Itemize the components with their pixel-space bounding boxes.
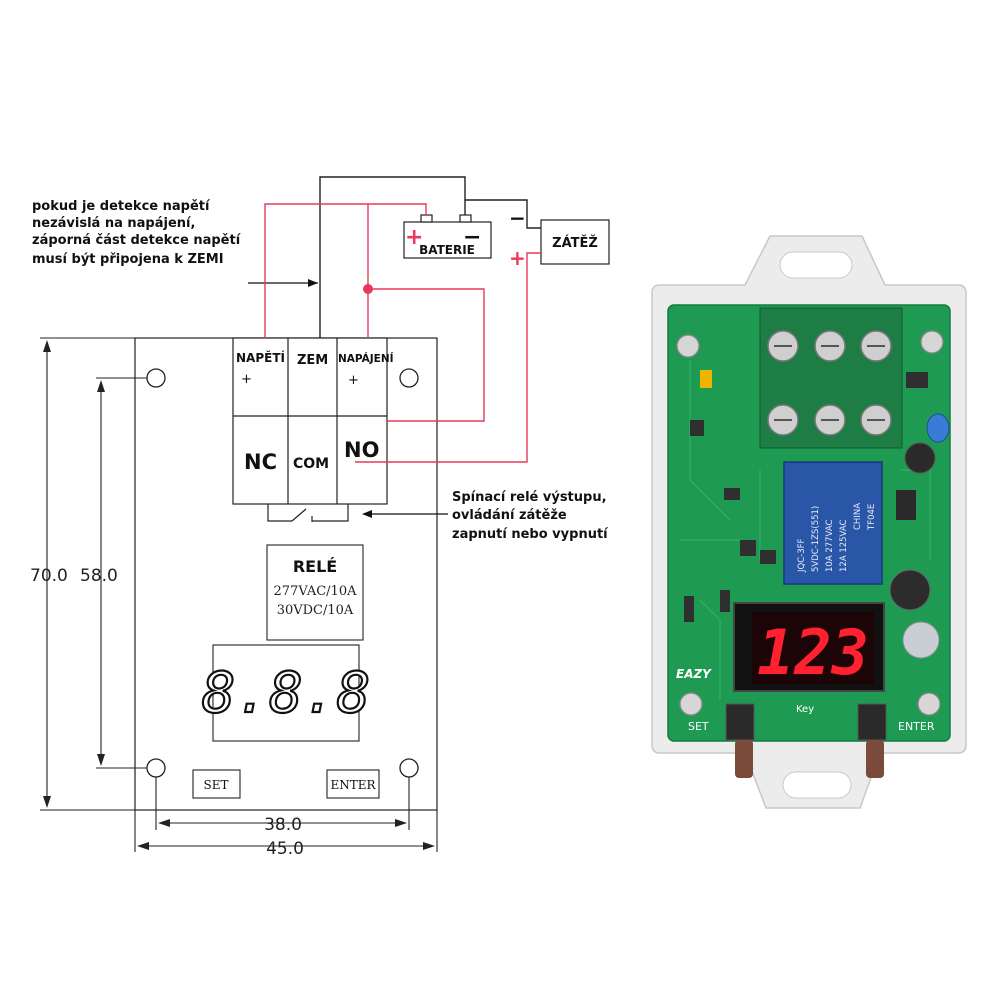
relay-note: Spínací relé výstupu, ovládání zátěže za… <box>452 490 609 542</box>
dimension-outer-width <box>134 810 438 852</box>
dimension-inner-height <box>96 377 147 769</box>
terminal-label-nc: NC <box>244 450 277 474</box>
battery-minus-sign: − <box>463 225 481 250</box>
battery: + − BATERIE <box>403 214 492 259</box>
display-digits: 8.8.8 <box>202 661 371 726</box>
relay-print-coil: 5VDC-1ZS(551) <box>811 506 821 572</box>
pcb-traces <box>680 360 931 700</box>
pcb-display-window <box>752 612 874 684</box>
relay-note-arrowhead <box>362 510 372 518</box>
terminal-sign-napajeni: + <box>348 373 359 388</box>
dimension-outer-height <box>40 337 135 811</box>
terminal-label-zem: ZEM <box>297 353 328 368</box>
relay-print-batch: TF04E <box>867 504 877 531</box>
terminal-sign-napeti: + <box>241 372 252 387</box>
terminal-label-no: NO <box>344 438 379 462</box>
relay-note-line-2: ovládání zátěže <box>452 508 567 523</box>
battery-plus-sign: + <box>405 225 423 250</box>
module-photo: JQC-3FF 5VDC-1ZS(551) 10A 277VAC 12A 125… <box>651 235 967 809</box>
load-plus-sign: + <box>509 246 526 270</box>
pcb-set-button-cap[interactable] <box>735 740 753 778</box>
pcb-enter-button-cap[interactable] <box>866 740 884 778</box>
relay-print-ac: 10A 277VAC <box>825 520 835 572</box>
relay-note-line-3: zapnutí nebo vypnutí <box>452 527 609 542</box>
relay-print-origin: CHINA <box>853 503 863 530</box>
ground-note-arrowhead <box>308 279 318 287</box>
ground-note-line-4: musí být připojena k ZEMI <box>32 252 224 267</box>
dimension-hole-spacing-label: 38.0 <box>264 815 302 835</box>
ground-note-line-1: pokud je detekce napětí <box>32 199 211 214</box>
set-button-label: SET <box>204 778 229 792</box>
pcb-mounting-screws <box>676 330 944 716</box>
relay-rating-ac: 277VAC/10A <box>274 584 358 599</box>
pcb-label-enter: ENTER <box>898 720 935 733</box>
enter-button[interactable] <box>326 769 380 799</box>
battery-label: BATERIE <box>419 243 475 257</box>
dimension-outer-height-label: 70.0 <box>30 566 68 586</box>
ground-note: pokud je detekce napětí nezávislá na nap… <box>32 199 242 267</box>
dimension-outer-width-label: 45.0 <box>266 839 304 859</box>
terminal-label-napeti: NAPĚTÍ <box>236 350 286 365</box>
pcb-label-brand: EAZY <box>676 667 712 681</box>
wire-black <box>319 176 541 338</box>
relay-switch-symbol <box>267 504 349 522</box>
relay-print-model: JQC-3FF <box>797 539 807 573</box>
mount-hole-top-right <box>399 368 419 388</box>
load-minus-sign: − <box>509 206 526 230</box>
terminal-label-napajeni: NAPÁJENÍ <box>338 352 394 365</box>
pcb-components <box>684 370 950 659</box>
relay-title: RELÉ <box>293 557 337 576</box>
relay-print-dc: 12A 125VAC <box>839 520 849 572</box>
pcb-relay <box>783 461 883 585</box>
load-label: ZÁTĚŽ <box>552 235 598 251</box>
terminal-label-com: COM <box>293 456 329 472</box>
pcb-display-value: 123 <box>757 616 869 689</box>
wire-red <box>264 203 541 463</box>
set-button[interactable] <box>192 769 241 799</box>
relay-rating-dc: 30VDC/10A <box>277 603 354 618</box>
pcb-enter-button[interactable] <box>857 703 887 741</box>
relay-box <box>266 544 364 641</box>
dimension-hole-spacing <box>155 777 410 830</box>
pcb-label-key: Key <box>796 704 814 715</box>
enter-button-label: ENTER <box>330 778 376 792</box>
wire-junction-dot <box>363 284 373 294</box>
relay-print: JQC-3FF 5VDC-1ZS(551) 10A 277VAC 12A 125… <box>797 503 877 573</box>
terminal-screw-slots <box>774 345 885 421</box>
enclosure-bottom-slot <box>782 771 852 799</box>
enclosure-top-slot <box>779 251 853 279</box>
ground-note-line-3: záporná část detekce napětí <box>32 233 242 248</box>
display-box <box>212 644 360 742</box>
load: ZÁTĚŽ − + <box>509 206 610 270</box>
terminal-block <box>232 337 388 505</box>
ground-note-line-2: nezávislá na napájení, <box>32 216 195 231</box>
pcb-label-set: SET <box>688 720 709 733</box>
relay-note-line-1: Spínací relé výstupu, <box>452 490 607 505</box>
dimension-inner-height-label: 58.0 <box>80 566 118 586</box>
pcb-set-button[interactable] <box>725 703 755 741</box>
